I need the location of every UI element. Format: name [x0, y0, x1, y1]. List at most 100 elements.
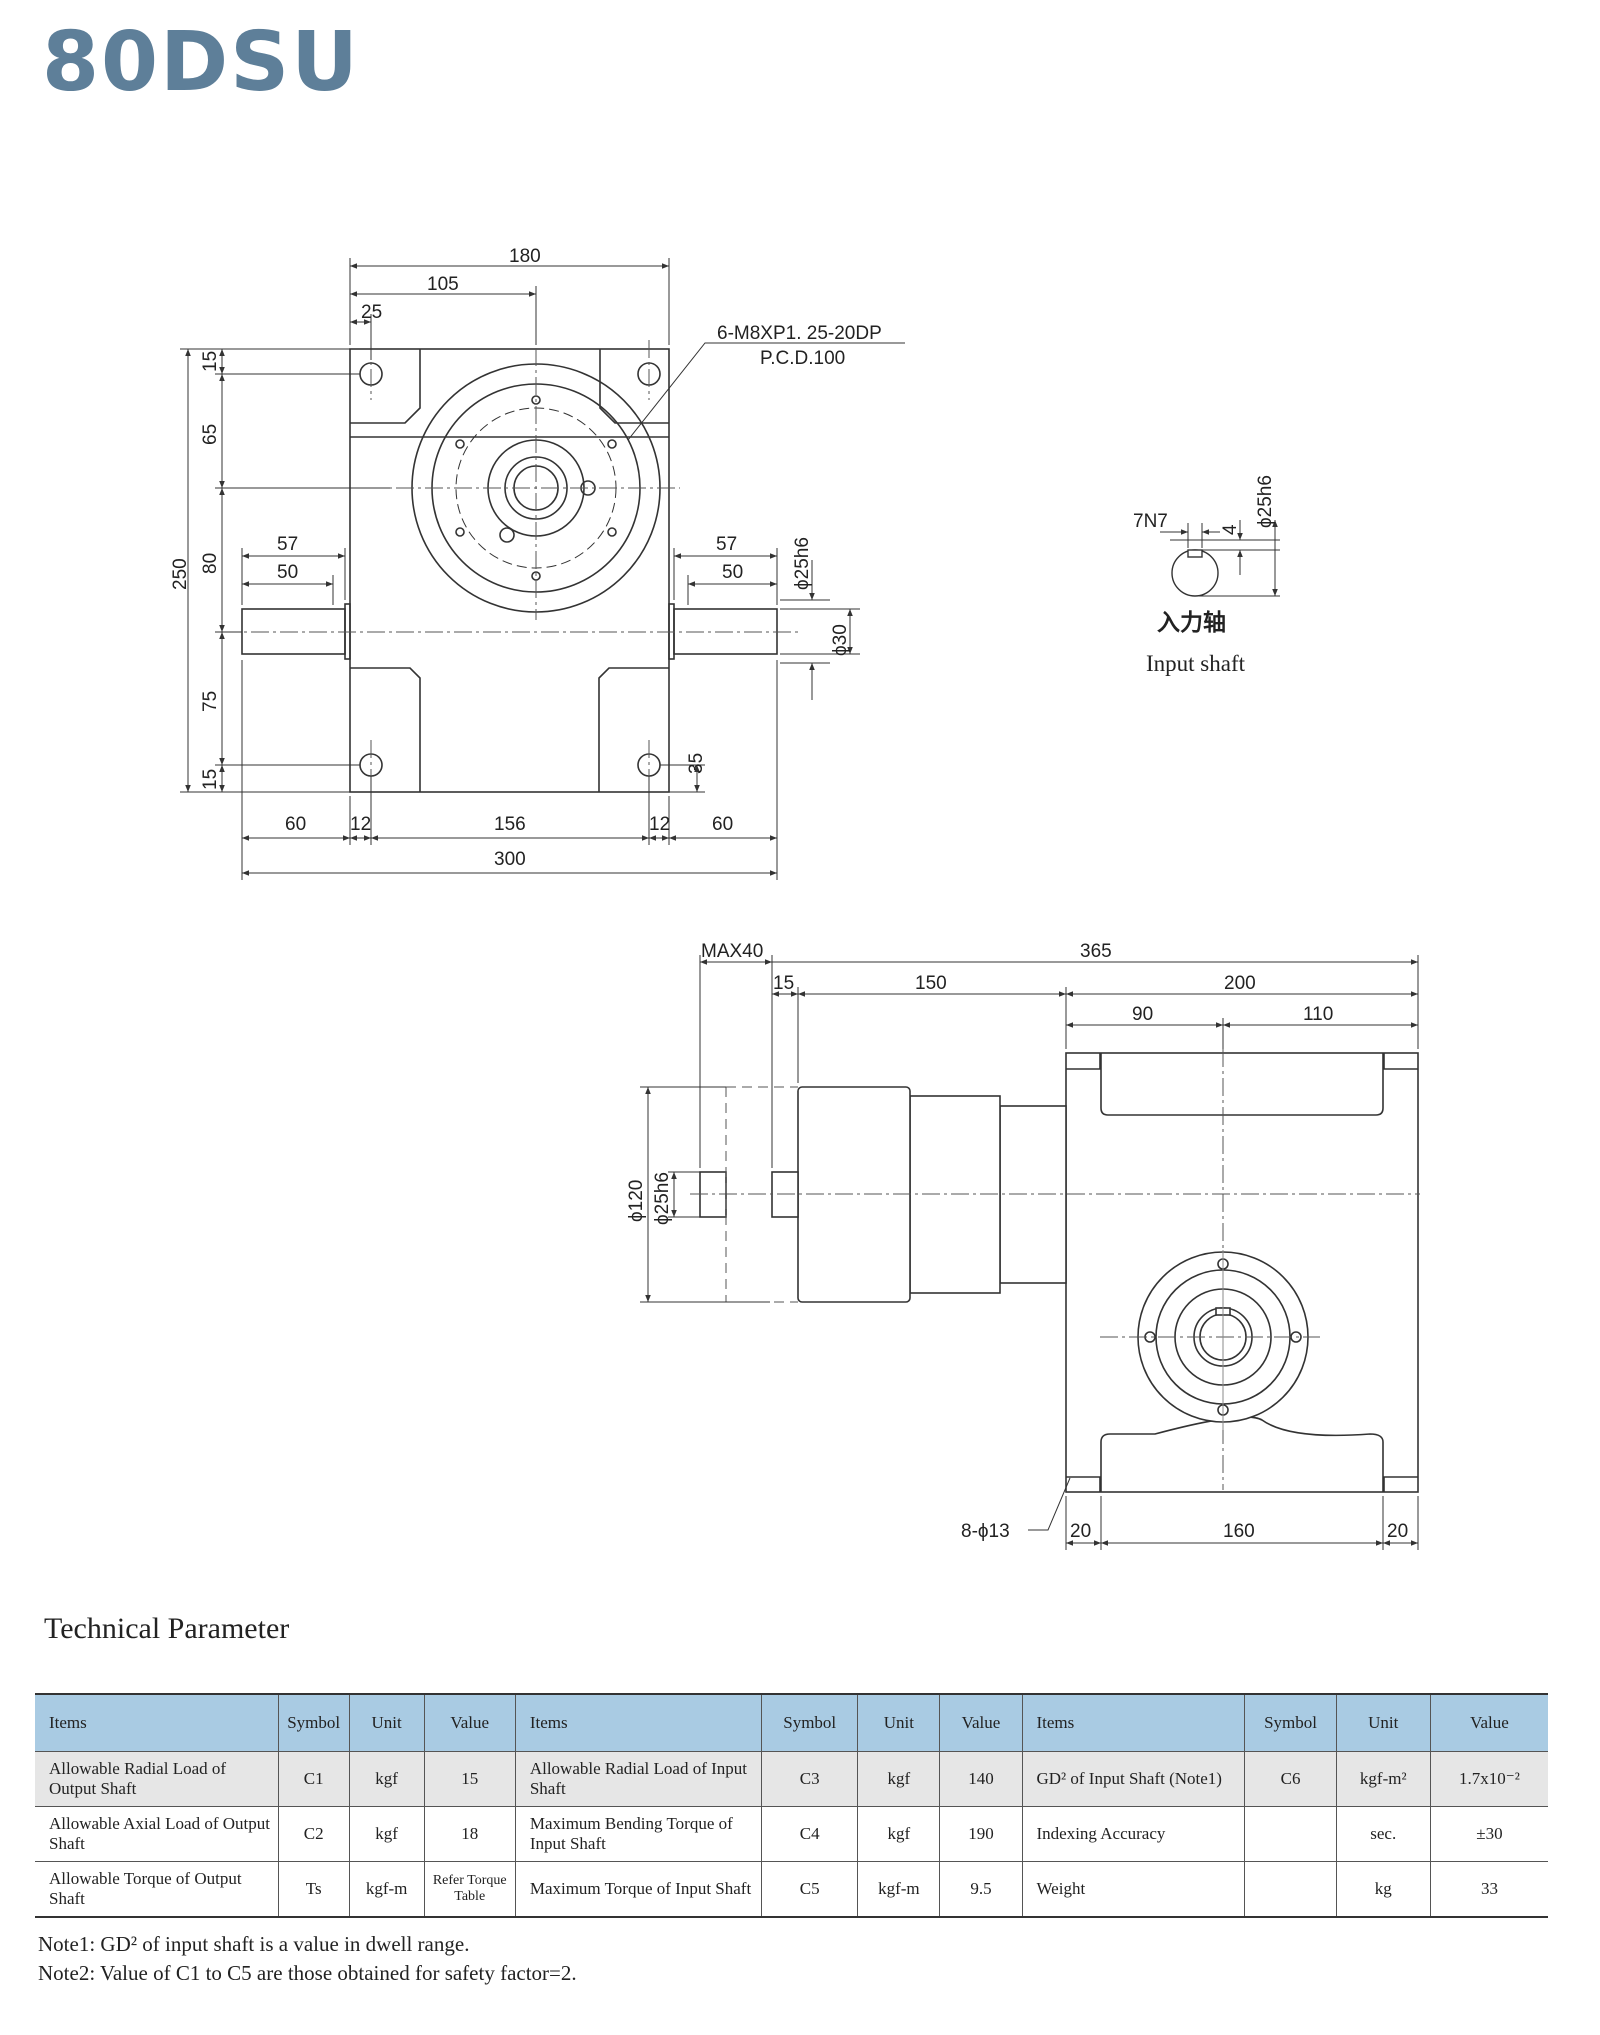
note-1: Note1: GD² of input shaft is a value in …	[38, 1932, 470, 1956]
table-row: Allowable Radial Load of Output Shaft C1…	[35, 1751, 1548, 1807]
cell-unit: kgf-m	[857, 1861, 940, 1918]
side-view	[699, 1052, 1419, 1493]
header-unit-2: Unit	[857, 1693, 940, 1752]
cell-unit: kgf	[857, 1806, 940, 1862]
cell-unit: kgf-m	[348, 1861, 425, 1918]
dim-300: 300	[494, 849, 526, 870]
table-header-row: Items Symbol Unit Value Items Symbol Uni…	[35, 1693, 1548, 1752]
corner-tl	[350, 349, 421, 424]
header-symbol-3: Symbol	[1244, 1693, 1337, 1752]
cell-symbol: C2	[277, 1806, 350, 1862]
dim-80: 80	[200, 553, 221, 574]
table-row: Allowable Torque of Output Shaft Ts kgf-…	[35, 1861, 1548, 1918]
header-items-2: Items	[514, 1693, 762, 1752]
cell-item: Maximum Bending Torque of Input Shaft	[514, 1806, 762, 1862]
notes: Note1: GD² of input shaft is a value in …	[38, 1930, 577, 1988]
dim-phi120: ϕ120	[626, 1180, 647, 1222]
corner-br	[598, 667, 669, 792]
cell-item: Maximum Torque of Input Shaft	[514, 1861, 762, 1918]
dim-50-left: 50	[277, 562, 298, 583]
dim-156: 156	[494, 814, 526, 835]
input-shaft-section	[1160, 520, 1280, 597]
corner-bl	[350, 667, 421, 792]
header-symbol-1: Symbol	[277, 1693, 350, 1752]
dim-105: 105	[427, 274, 459, 295]
cell-symbol: C3	[761, 1751, 858, 1807]
dim-side-phi25h6: ϕ25h6	[652, 1172, 673, 1225]
dim-65: 65	[200, 424, 221, 445]
cell-symbol: C4	[761, 1806, 858, 1862]
cell-symbol	[1244, 1806, 1337, 1862]
technical-drawing: 180 105 25 6-M8XP1. 25-20DP P.C.D.100 25…	[170, 246, 1420, 1550]
dim-50-right: 50	[722, 562, 743, 583]
dim-150: 150	[915, 973, 947, 994]
dim-365: 365	[1080, 941, 1112, 962]
cell-unit: kgf	[857, 1751, 940, 1807]
dim-phi30: ϕ30	[830, 624, 851, 656]
keyway-width: 7N7	[1133, 511, 1168, 532]
header-symbol-2: Symbol	[761, 1693, 858, 1752]
dim-57-left: 57	[277, 534, 298, 555]
cell-symbol: Ts	[277, 1861, 350, 1918]
cell-symbol: C5	[761, 1861, 858, 1918]
header-value-3: Value	[1429, 1693, 1548, 1752]
cell-value: 1.7x10⁻²	[1429, 1751, 1548, 1807]
cell-value: ±30	[1429, 1806, 1548, 1862]
note-2: Note2: Value of C1 to C5 are those obtai…	[38, 1961, 577, 1985]
dim-110: 110	[1303, 1004, 1333, 1025]
dim-phi25h6: ϕ25h6	[792, 537, 813, 590]
cell-value: 140	[939, 1751, 1022, 1807]
cell-item: Allowable Radial Load of Input Shaft	[514, 1751, 762, 1807]
header-items-3: Items	[1021, 1693, 1245, 1752]
cell-symbol	[1244, 1861, 1337, 1918]
dim-max40: MAX40	[701, 941, 763, 962]
dim-180: 180	[509, 246, 541, 267]
cell-item: Indexing Accuracy	[1021, 1806, 1245, 1862]
cell-value: 190	[939, 1806, 1022, 1862]
dim-15-bottom: 15	[200, 769, 221, 790]
cell-symbol: C1	[277, 1751, 350, 1807]
dim-25: 25	[361, 302, 382, 323]
header-value-1: Value	[423, 1693, 516, 1752]
dim-57-right: 57	[716, 534, 737, 555]
hole-spec-line2: P.C.D.100	[760, 348, 845, 369]
dim-holes: 8-ϕ13	[961, 1521, 1010, 1542]
cell-value: Refer Torque Table	[423, 1861, 516, 1918]
dim-90: 90	[1132, 1004, 1153, 1025]
input-shaft-label-cn: 入力轴	[1157, 609, 1226, 636]
tech-parameter-table: Items Symbol Unit Value Items Symbol Uni…	[35, 1693, 1548, 1918]
cell-unit: kgf-m²	[1335, 1751, 1431, 1807]
input-shaft-dia: ϕ25h6	[1255, 475, 1276, 528]
cell-unit: kgf	[348, 1751, 425, 1807]
model-title: 80DSU	[42, 15, 360, 110]
dim-200: 200	[1224, 973, 1256, 994]
dim-75: 75	[200, 691, 221, 712]
cell-unit: sec.	[1335, 1806, 1431, 1862]
cell-item: Allowable Torque of Output Shaft	[35, 1861, 279, 1918]
dim-35: 35	[686, 753, 707, 774]
dim-12-right: 12	[649, 814, 670, 835]
housing-outline	[349, 348, 670, 793]
cell-value: 18	[423, 1806, 516, 1862]
cell-symbol: C6	[1244, 1751, 1337, 1807]
dim-15-top: 15	[200, 351, 221, 372]
cell-unit: kgf	[348, 1806, 425, 1862]
header-unit-1: Unit	[348, 1693, 425, 1752]
dim-60-right: 60	[712, 814, 733, 835]
cell-value: 15	[423, 1751, 516, 1807]
header-items-1: Items	[35, 1693, 279, 1752]
cell-item: Allowable Axial Load of Output Shaft	[35, 1806, 279, 1862]
dim-15: 15	[773, 973, 794, 994]
cell-value: 9.5	[939, 1861, 1022, 1918]
dim-12-left: 12	[350, 814, 371, 835]
cell-unit: kg	[1335, 1861, 1431, 1918]
header-unit-3: Unit	[1335, 1693, 1431, 1752]
dim-250: 250	[170, 558, 191, 590]
cell-item: Weight	[1021, 1861, 1245, 1918]
tech-parameter-title: Technical Parameter	[44, 1612, 290, 1645]
dim-60-left: 60	[285, 814, 306, 835]
header-value-2: Value	[939, 1693, 1022, 1752]
input-shaft-label-en: Input shaft	[1146, 651, 1246, 676]
table-row: Allowable Axial Load of Output Shaft C2 …	[35, 1806, 1548, 1862]
cell-item: GD² of Input Shaft (Note1)	[1021, 1751, 1245, 1807]
